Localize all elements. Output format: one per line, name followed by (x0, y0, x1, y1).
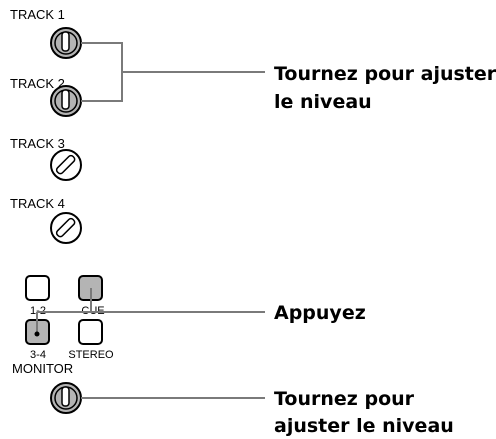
track-1-label: TRACK 1 (10, 7, 65, 22)
track-3-label: TRACK 3 (10, 136, 65, 151)
track-2-label: TRACK 2 (10, 76, 65, 91)
monitor-callout-line-1: Tournez pour (274, 388, 415, 410)
tracks-callout-line-2: le niveau (274, 91, 372, 113)
track-2-knob (50, 85, 82, 117)
track-3-knob (50, 149, 82, 181)
track-1-knob (50, 27, 82, 59)
button-3-4-dot (34, 331, 40, 337)
button-1-2 (25, 275, 50, 301)
button-stereo-label: STEREO (68, 349, 114, 361)
button-3-4-label: 3-4 (30, 349, 46, 361)
tracks-leader-line (81, 42, 265, 102)
monitor-knob (50, 382, 82, 414)
monitor-callout-line-2: ajuster le niveau (274, 415, 454, 437)
monitor-label: MONITOR (12, 361, 73, 376)
buttons-callout: Appuyez (274, 302, 366, 324)
tracks-callout-line-1: Tournez pour ajuster (274, 63, 496, 85)
track-4-knob (50, 212, 82, 244)
track-4-label: TRACK 4 (10, 196, 65, 211)
buttons-leader-line (36, 288, 265, 333)
button-stereo (78, 319, 103, 345)
